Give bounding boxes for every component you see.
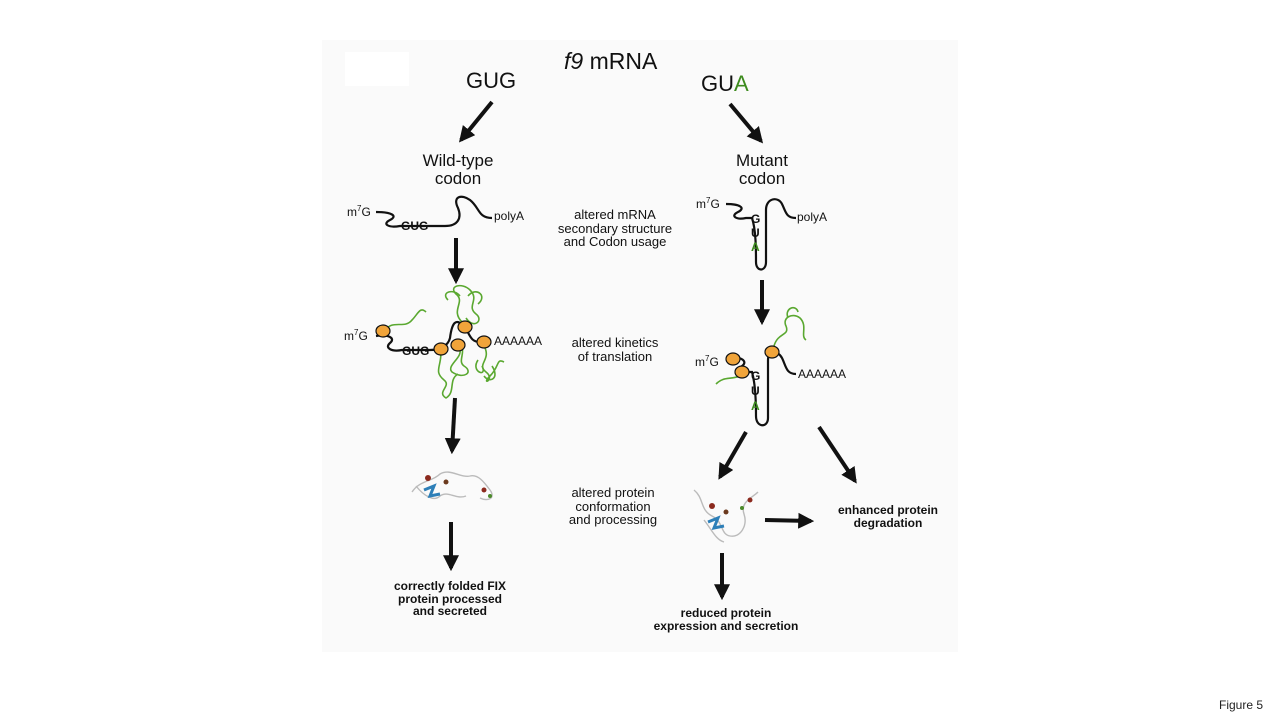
label-conformation: altered protein conformation and process… (568, 485, 658, 528)
ribosome (725, 352, 741, 366)
wild-mrna-structure (375, 195, 493, 228)
wild-polysome-mrna (375, 320, 490, 352)
wild-protein-structure (411, 471, 493, 501)
arrow-mutant-to-degradation (817, 425, 857, 484)
label-structure: altered mRNA secondary structure and Cod… (557, 207, 673, 250)
wild-heading-line: codon (434, 168, 482, 188)
mutant-nascent-chain (715, 375, 741, 385)
wild-polya-label: polyA (494, 209, 525, 223)
wild-nascent-chain (452, 284, 480, 325)
mutant-codon-label: GUA (701, 72, 749, 95)
ribosome (457, 320, 473, 334)
mutant-outcome-reduced: reduced protein expression and secretion (653, 606, 799, 633)
mutant-polysome-a: A (751, 399, 760, 413)
ribosome (734, 365, 750, 379)
protein-residue (740, 506, 744, 510)
mutant-polysome (715, 306, 807, 427)
wild-polysome-cap: m7G (344, 328, 368, 343)
arrow-mutant-to-protein (718, 430, 748, 480)
mutant-polya-tail: AAAAAA (798, 367, 847, 381)
arrows (443, 100, 857, 601)
arrow-mutant-protein-to-degradation (764, 512, 815, 529)
ribosome (476, 335, 492, 349)
ribosome (450, 338, 466, 352)
wild-heading-line: Wild-type (422, 151, 494, 170)
ribosome (375, 324, 391, 338)
protein-ribbon (411, 471, 493, 501)
protein-residue (709, 503, 715, 509)
mutant-polysome-cap: m7G (695, 354, 719, 369)
wild-polysome-codon: GUG (402, 344, 430, 358)
ribosome (764, 345, 780, 359)
arrow-gua-to-mutant (728, 102, 764, 144)
wild-nascent-chain (481, 345, 505, 383)
mutant-polysome-mrna (729, 351, 797, 427)
mutant-polysome-g: G (751, 369, 761, 383)
wild-polysome (375, 284, 505, 399)
arrow-gug-to-wild (458, 100, 494, 143)
protein-residue (443, 479, 449, 485)
mutant-heading: Mutant codon (712, 152, 812, 188)
mutant-polysome-u: U (751, 384, 760, 398)
mutant-mrna-strand (725, 198, 797, 271)
mutant-heading-line: codon (738, 168, 786, 188)
arrow-wild-translation-to-protein (444, 397, 461, 455)
protein-residue (747, 497, 753, 503)
protein-residue (481, 487, 487, 493)
wild-mrna-strand (375, 195, 493, 228)
diagram-title: f9 mRNA (564, 49, 657, 73)
mutant-ribosomes (725, 345, 780, 379)
mutant-loop-a: A (751, 240, 760, 254)
wild-nascent-chain (383, 309, 427, 333)
label-kinetics: altered kinetics of translation (571, 335, 659, 364)
mutant-loop-u: U (751, 226, 760, 240)
mutant-polya-label: polyA (797, 210, 828, 224)
protein-residue (723, 509, 729, 515)
mutant-nascent-chain (773, 306, 807, 347)
blank-box (345, 52, 409, 86)
wild-polya-tail: AAAAAA (494, 334, 543, 348)
protein-helix (423, 483, 441, 499)
ribosome (433, 342, 449, 356)
title-gene: f9 (564, 48, 584, 74)
mutant-codon-change: A (734, 71, 749, 96)
wild-outcome: correctly folded FIX protein processed a… (393, 579, 507, 619)
wild-nascent-chain (449, 339, 469, 377)
protein-helix (707, 515, 725, 531)
mutant-codon-prefix: GU (701, 71, 734, 96)
mutant-loop-g: G (751, 212, 761, 226)
mutant-protein-structure (693, 489, 759, 543)
wild-nascent-chain (444, 290, 483, 305)
wild-nascent-chains (383, 284, 505, 399)
mutant-heading-line: Mutant (736, 151, 788, 170)
protein-residue (488, 494, 492, 498)
figure-panel (322, 40, 958, 652)
title-rest: mRNA (583, 48, 658, 74)
wild-cap-label: m7G (347, 204, 371, 219)
wild-heading: Wild-type codon (408, 152, 508, 188)
wild-ribosomes (375, 320, 492, 356)
mutant-cap-label: m7G (696, 196, 720, 211)
wild-codon-small: GUG (401, 219, 429, 233)
protein-residue (425, 475, 431, 481)
wild-nascent-chain (437, 344, 459, 399)
mutant-mrna-structure (725, 198, 797, 271)
mutant-outcome-degradation: enhanced protein degradation (837, 503, 938, 530)
wild-codon-label: GUG (466, 68, 517, 93)
wild-nascent-chain (475, 359, 496, 381)
protein-ribbon (693, 489, 759, 543)
figure-label: Figure 5 (1219, 698, 1264, 712)
